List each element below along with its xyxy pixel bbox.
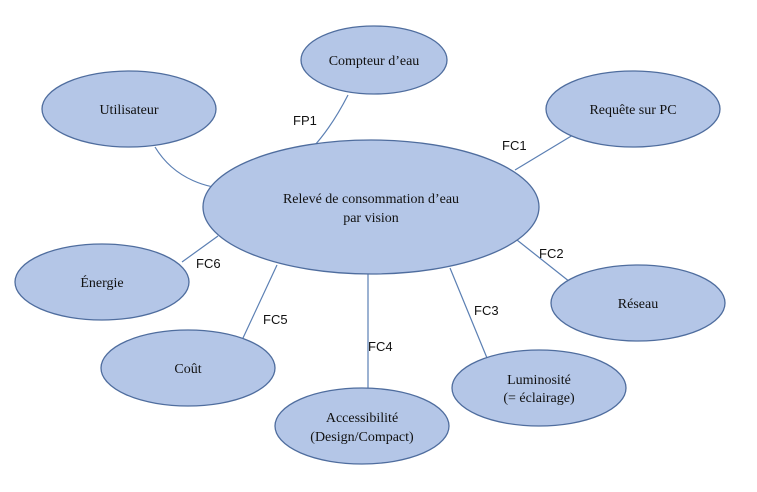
edge-label-fc3: FC3 [474,303,499,318]
node-utilisateur [41,70,217,148]
node-reseau [550,264,726,342]
label-accessibilite-line1: Accessibilité [326,411,398,426]
fc1-connector [514,134,574,171]
label-reseau: Réseau [618,297,658,312]
fc3-connector [449,267,488,359]
label-compteur-eau: Compteur d’eau [329,54,420,69]
node-requete-pc [545,70,721,148]
node-accessibilite [274,387,450,465]
edge-label-fc1: FC1 [502,138,527,153]
label-utilisateur: Utilisateur [99,103,158,118]
edge-label-fc5: FC5 [263,312,288,327]
label-luminosite-line2: (= éclairage) [503,391,575,406]
fc2-connector [516,239,571,283]
label-central-line2: par vision [343,211,399,226]
label-accessibilite-line2: (Design/Compact) [310,430,414,445]
label-energie: Énergie [80,274,123,291]
node-releve-central [202,139,540,275]
node-compteur-eau [300,25,448,95]
label-central-line1: Relevé de consommation d’eau [283,192,459,207]
label-requete-pc: Requête sur PC [589,103,676,118]
edge-label-fc6: FC6 [196,256,221,271]
fc6-connector [181,235,219,263]
edge-label-fc4: FC4 [368,339,393,354]
node-luminosite [451,349,627,427]
node-cout [100,329,276,407]
label-luminosite-line1: Luminosité [507,373,571,388]
label-cout: Coût [174,362,201,377]
edge-label-fp1: FP1 [293,113,317,128]
edge-label-fc2: FC2 [539,246,564,261]
fc5-connector [242,264,278,339]
node-energie [14,243,190,321]
